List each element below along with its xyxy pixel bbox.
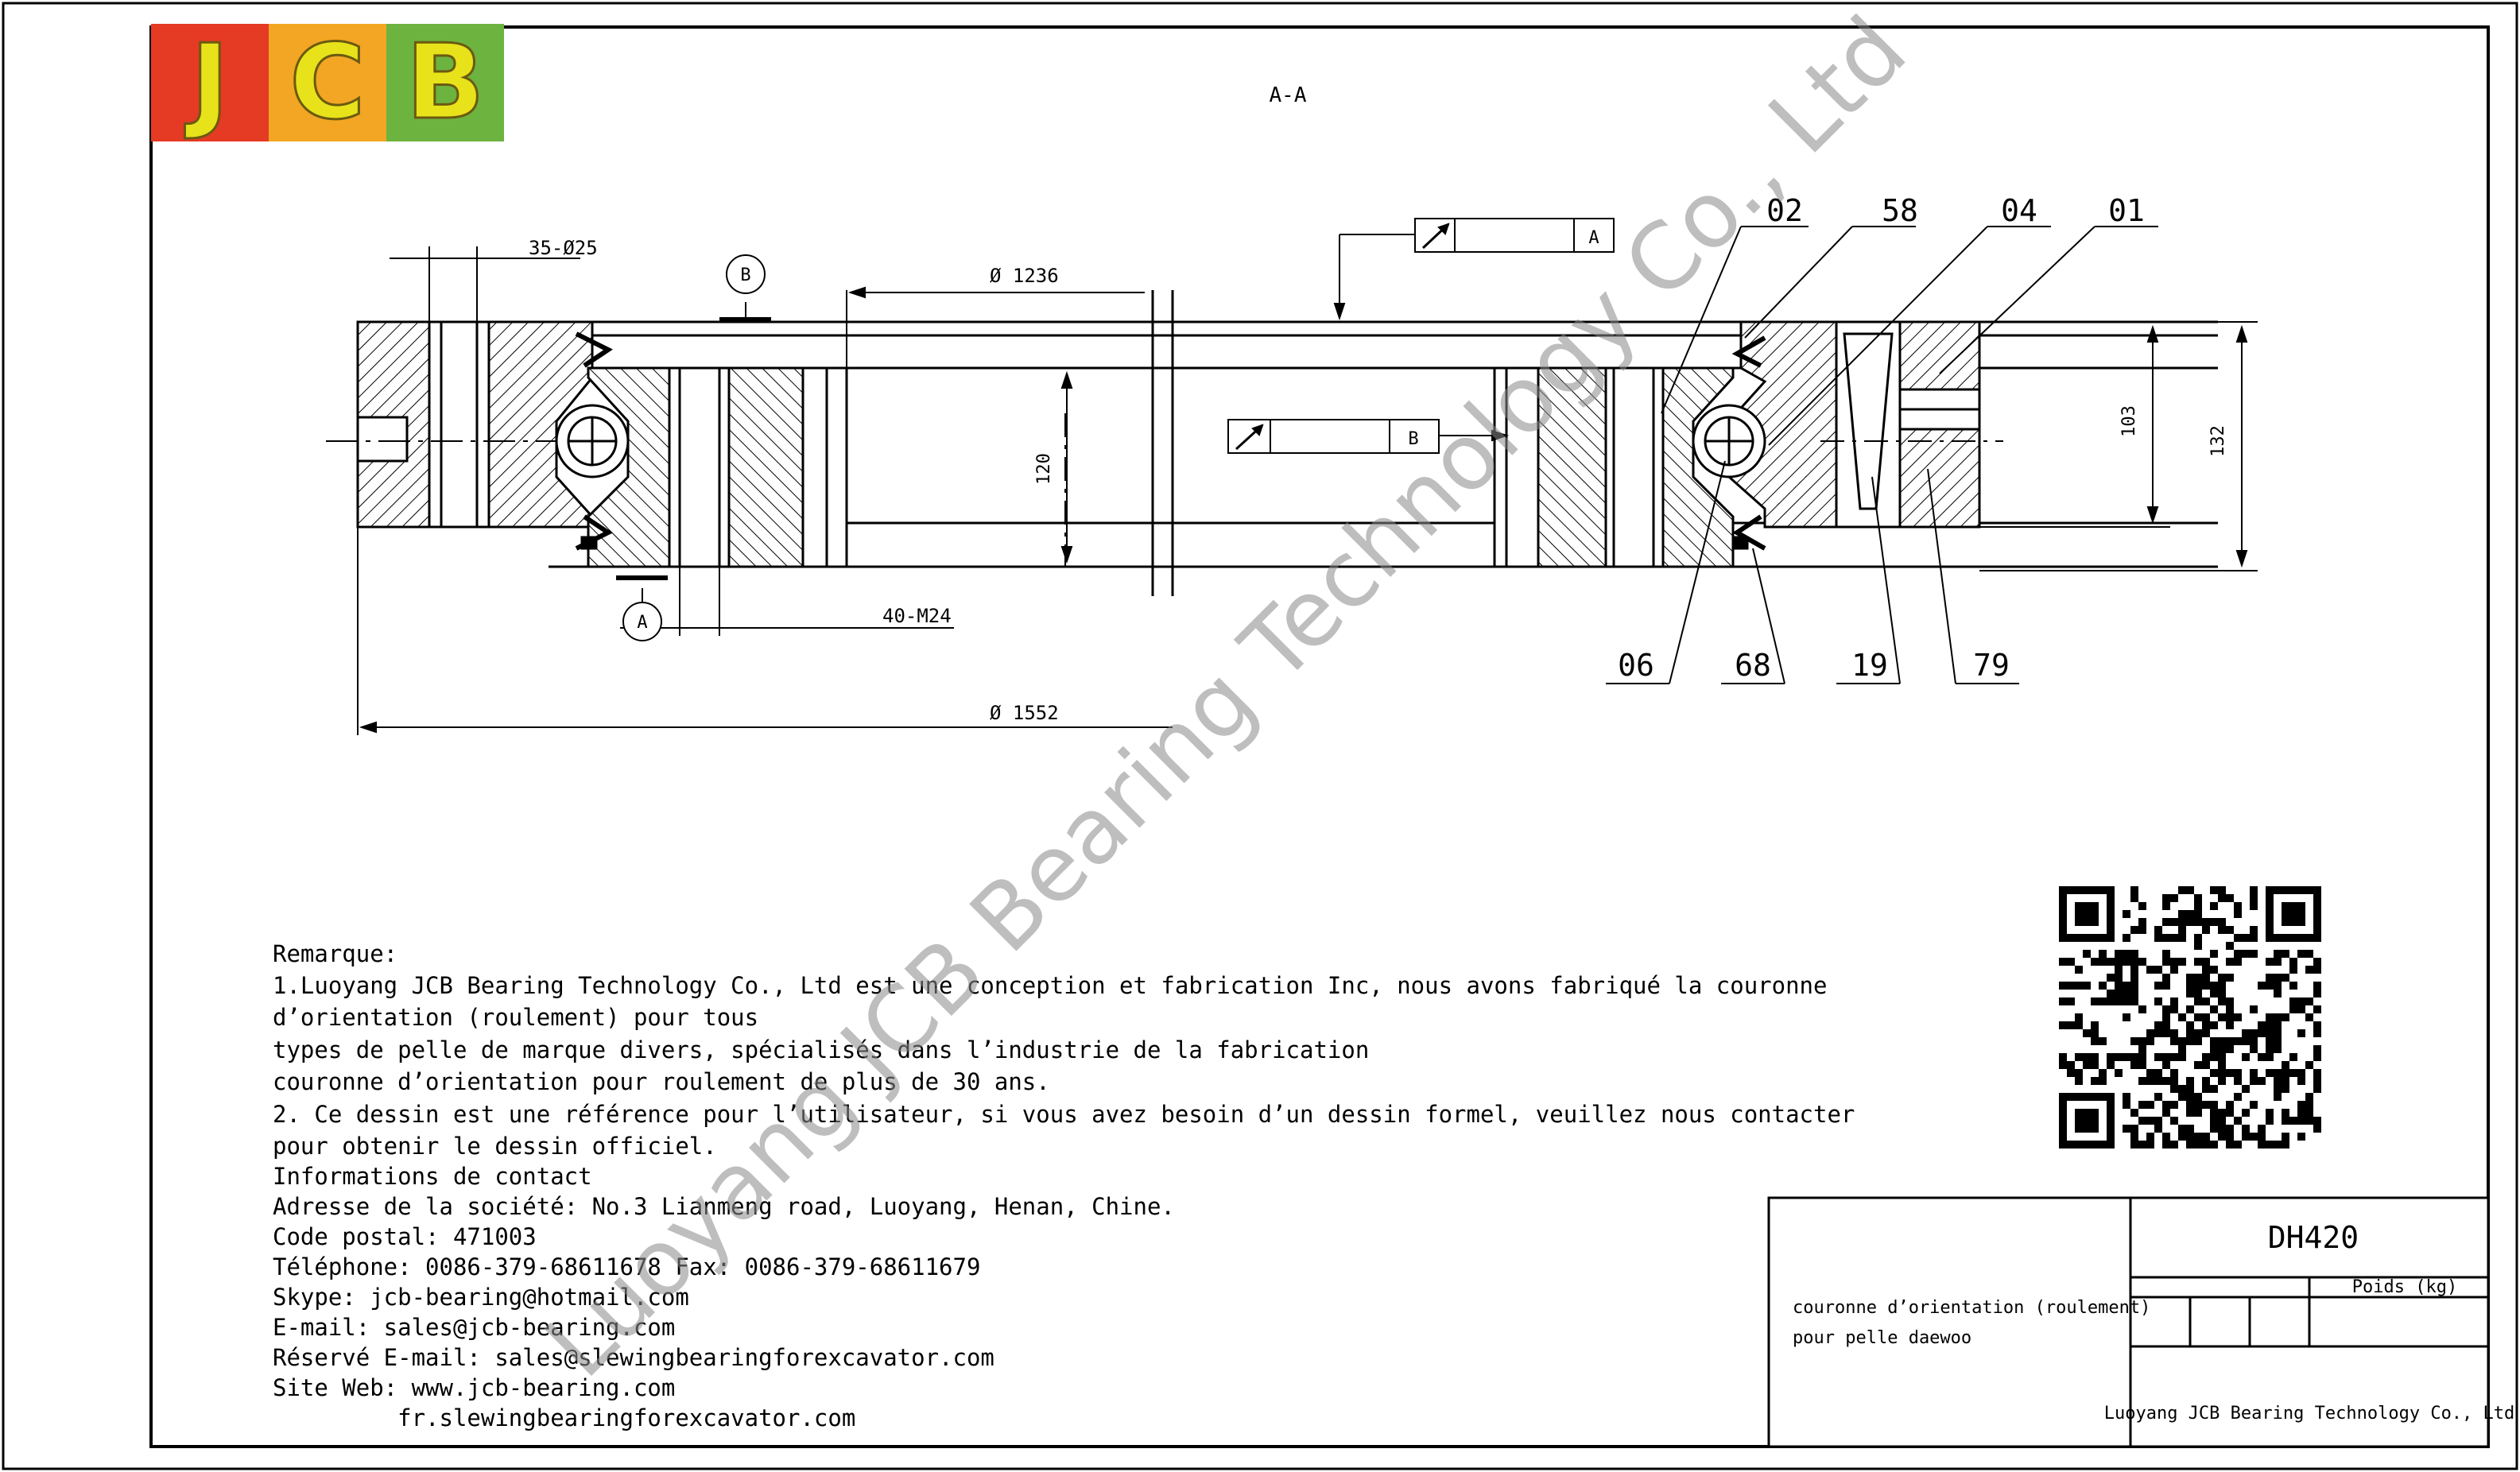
contact-line: Téléphone: 0086-379-68611678 Fax: 0086-3… (273, 1253, 980, 1280)
remarks-heading: Remarque: (273, 940, 397, 967)
description-line-2: pour pelle daewoo (1793, 1328, 1971, 1348)
dim-holes-outer: 35-Ø25 (529, 237, 598, 259)
logo-letter-c: C (289, 21, 365, 142)
contact-line: fr.slewingbearingforexcavator.com (273, 1404, 855, 1431)
description-line-1: couronne d’orientation (roulement) (1793, 1298, 2150, 1318)
contact-line: Skype: jcb-bearing@hotmail.com (273, 1284, 689, 1311)
runout-frame (1227, 419, 1440, 454)
remark-line: pour obtenir le dessin officiel. (273, 1133, 717, 1160)
flatness-datum-label: A (1588, 228, 1599, 248)
remark-line: d’orientation (roulement) pour tous (273, 1004, 758, 1031)
runout-datum-label: B (1408, 429, 1418, 449)
watermark: Luoyang JCB Bearing Technology Co., Ltd (525, 0, 1927, 1398)
part-number-02: 02 (1766, 193, 1803, 228)
remark-line: 2. Ce dessin est une référence pour l’ut… (273, 1101, 1855, 1128)
dimension-lines (357, 234, 2258, 735)
title-block (1767, 1196, 2490, 1448)
datum-b-text: B (740, 265, 750, 285)
qr-code (2059, 886, 2321, 1149)
contact-line: Adresse de la société: No.3 Lianmeng roa… (273, 1193, 1175, 1220)
dim-holes-inner: 40-M24 (882, 605, 952, 627)
jcb-logo: J C B (151, 21, 504, 144)
section-label: A-A (1270, 83, 1307, 107)
contact-line: Site Web: www.jcb-bearing.com (273, 1374, 675, 1401)
title-block-company: Luoyang JCB Bearing Technology Co., Ltd (2104, 1404, 2515, 1424)
part-number-04: 04 (2001, 193, 2037, 228)
logo-letter-j: J (184, 21, 229, 142)
dim-bore-height: 120 (1034, 453, 1054, 485)
remark-line: types de pelle de marque divers, spécial… (273, 1036, 1369, 1063)
part-number-01: 01 (2108, 193, 2145, 228)
dim-height-103: 103 (2119, 405, 2139, 437)
flatness-frame (1414, 218, 1615, 253)
contact-line: Réservé E-mail: sales@slewingbearingfore… (273, 1344, 994, 1371)
contact-block: Informations de contact Adresse de la so… (273, 1163, 1175, 1431)
datum-a-text: A (637, 613, 647, 633)
part-number-58: 58 (1882, 193, 1918, 228)
contact-line: E-mail: sales@jcb-bearing.com (273, 1314, 675, 1341)
dim-outer-diameter: Ø 1552 (990, 702, 1059, 724)
remark-line: couronne d’orientation pour roulement de… (273, 1068, 1050, 1095)
drawing-frame (149, 25, 2490, 1448)
logo-letter-b: B (405, 21, 484, 142)
part-leaders (1606, 226, 2158, 684)
part-number-06: 06 (1618, 648, 1654, 683)
part-number-79: 79 (1973, 648, 2010, 683)
datum-a-circle: A (622, 602, 662, 641)
contact-line: Code postal: 471003 (273, 1223, 537, 1250)
remarks-block: Remarque: 1.Luoyang JCB Bearing Technolo… (273, 940, 1855, 1160)
part-number-19: 19 (1851, 648, 1888, 683)
dim-pitch-diameter: Ø 1236 (990, 265, 1059, 287)
contact-line: Informations de contact (273, 1163, 592, 1190)
remark-line: 1.Luoyang JCB Bearing Technology Co., Lt… (273, 972, 1827, 999)
datum-b-circle: B (726, 254, 766, 294)
part-number-68: 68 (1735, 648, 1771, 683)
weight-label: Poids (kg) (2352, 1277, 2457, 1297)
model-number: DH420 (2268, 1220, 2359, 1255)
dim-height-132: 132 (2208, 425, 2228, 457)
